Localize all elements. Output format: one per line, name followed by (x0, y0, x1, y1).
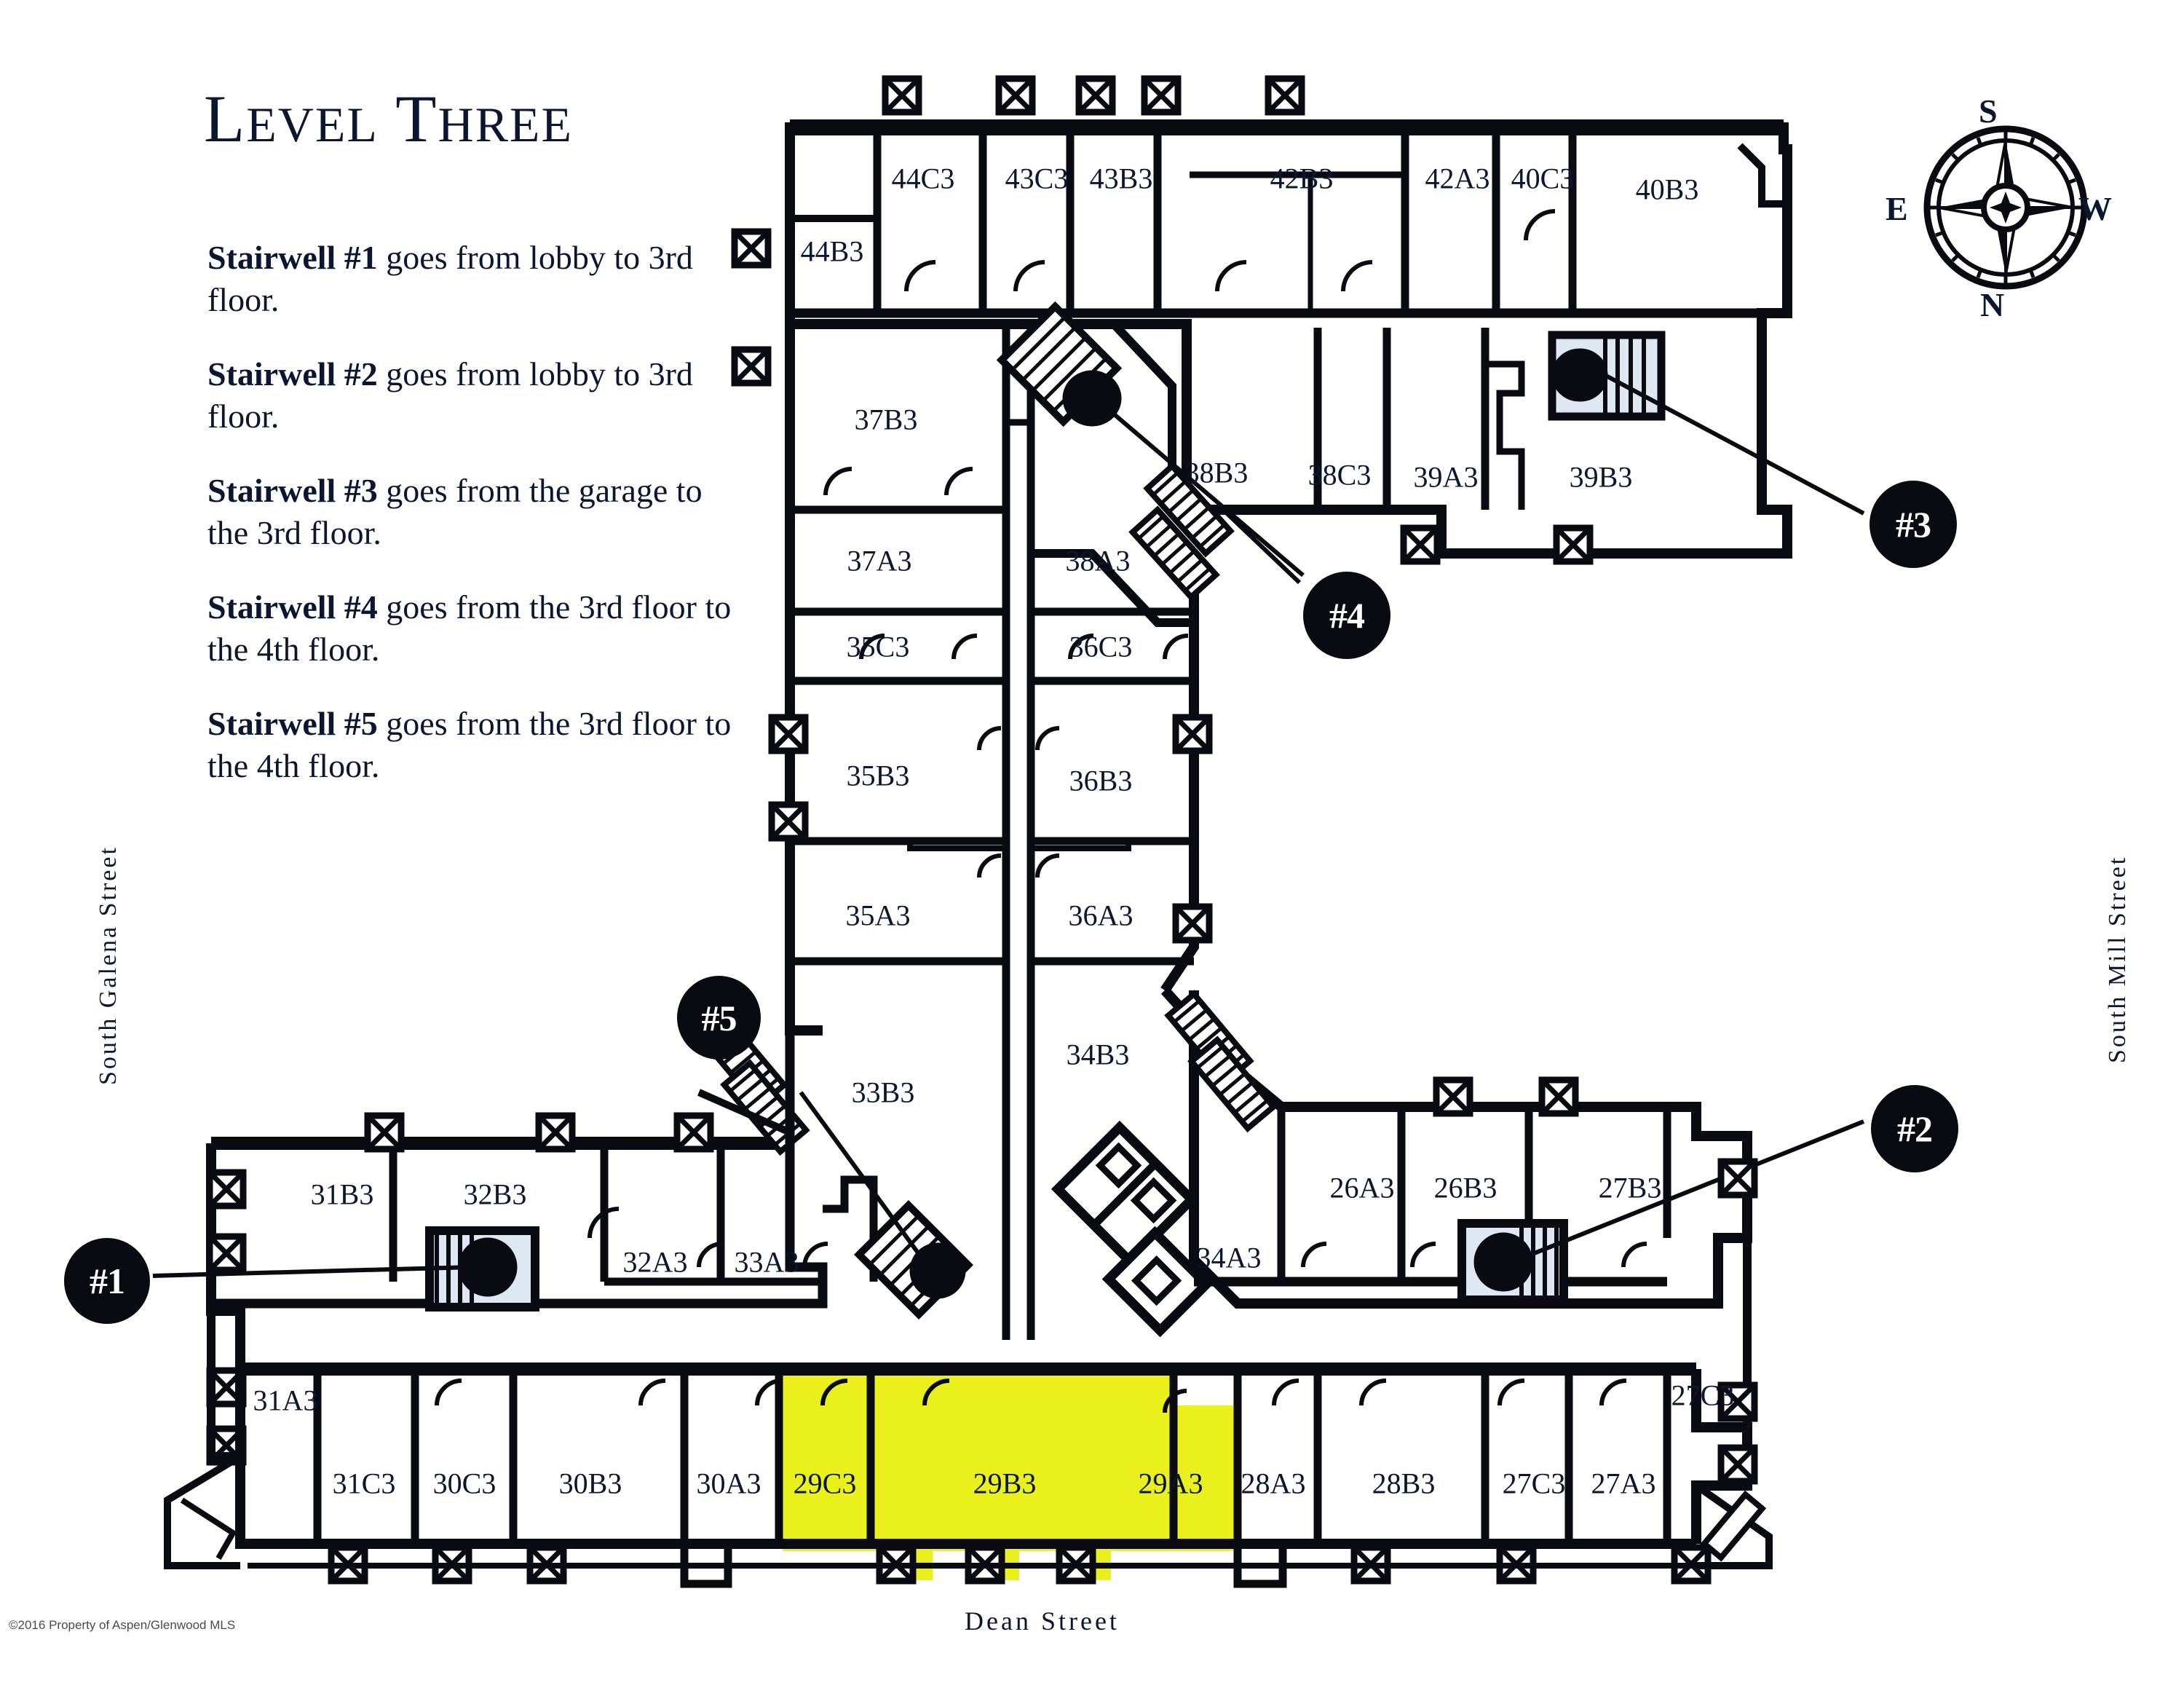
stair-marker-1[interactable]: #1 (64, 1238, 150, 1324)
legend-item-title: Stairwell #4 (207, 588, 378, 626)
legend-item: Stairwell #2 goes from lobby to 3rd floo… (207, 353, 732, 438)
legend-item: Stairwell #5 goes from the 3rd floor to … (207, 703, 732, 787)
street-label-dean: Dean Street (965, 1606, 1120, 1636)
legend-item-title: Stairwell #3 (207, 471, 378, 509)
compass-label-n: N (1980, 286, 2005, 323)
legend-item-text: goes from lobby to 3rd floor. (207, 355, 693, 435)
compass-label-e: E (1886, 190, 1908, 227)
legend-item: Stairwell #4 goes from the 3rd floor to … (207, 586, 732, 671)
page-title: LEVEL THREE (204, 82, 574, 156)
legend-item-title: Stairwell #1 (207, 239, 378, 276)
street-label-south-mill: South Mill Street (2104, 855, 2131, 1063)
legend-item-title: Stairwell #2 (207, 355, 378, 393)
legend-item-text: goes from the garage to the 3rd floor. (207, 471, 703, 551)
compass-label-s: S (1979, 92, 1998, 130)
stair-marker-5[interactable]: #5 (677, 976, 761, 1060)
legend-item-text: goes from the 3rd floor to the 4th floor… (207, 588, 732, 668)
legend-item: Stairwell #3 goes from the garage to the… (207, 470, 732, 554)
compass-label-w: W (2078, 190, 2112, 227)
legend-item: Stairwell #1 goes from lobby to 3rd floo… (207, 237, 732, 321)
legend-item-text: goes from the 3rd floor to the 4th floor… (207, 704, 732, 784)
stairwell-legend: Stairwell #1 goes from lobby to 3rd floo… (207, 237, 732, 819)
legend-item-text: goes from lobby to 3rd floor. (207, 239, 693, 318)
stair-marker-4[interactable]: #4 (1303, 572, 1390, 659)
compass-rose: S W E N (1886, 87, 2118, 323)
stair-marker-2[interactable]: #2 (1871, 1085, 1958, 1172)
stair-marker-3[interactable]: #3 (1870, 481, 1957, 568)
copyright-notice: ©2016 Property of Aspen/Glenwood MLS (9, 1618, 236, 1632)
legend-item-title: Stairwell #5 (207, 704, 378, 742)
street-label-south-galena: South Galena Street (95, 845, 122, 1085)
